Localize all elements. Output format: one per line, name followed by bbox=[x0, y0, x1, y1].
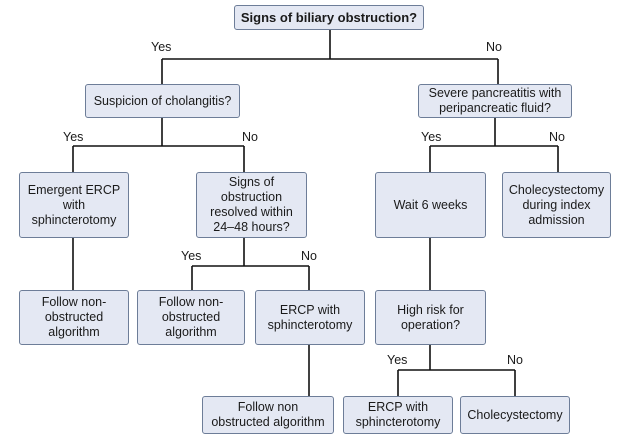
node-follow-non-obstructed-2: Follow non-obstructed algorithm bbox=[137, 290, 245, 345]
node-high-risk-operation: High risk for operation? bbox=[375, 290, 486, 345]
label-risk-yes: Yes bbox=[387, 353, 408, 367]
node-follow-non-obstructed-1: Follow non-obstructed algorithm bbox=[19, 290, 129, 345]
node-cholecystectomy: Cholecystectomy bbox=[460, 396, 570, 434]
node-cholecystectomy-index: Cholecystectomy during index admission bbox=[502, 172, 611, 238]
label-resolved-no: No bbox=[301, 249, 317, 263]
connector-risk bbox=[397, 345, 516, 396]
label-cholangitis-no: No bbox=[242, 130, 258, 144]
label-risk-no: No bbox=[507, 353, 523, 367]
node-signs-resolved: Signs of obstruction resolved within 24–… bbox=[196, 172, 307, 238]
node-follow-non-obstructed-3: Follow non obstructed algorithm bbox=[202, 396, 334, 434]
node-suspicion-cholangitis: Suspicion of cholangitis? bbox=[85, 84, 240, 118]
label-pancreatitis-yes: Yes bbox=[421, 130, 442, 144]
connector-cholangitis bbox=[72, 118, 245, 172]
node-wait-6-weeks: Wait 6 weeks bbox=[375, 172, 486, 238]
label-root-no: No bbox=[486, 40, 502, 54]
label-cholangitis-yes: Yes bbox=[63, 130, 84, 144]
label-resolved-yes: Yes bbox=[181, 249, 202, 263]
connector-resolved bbox=[191, 238, 310, 290]
node-ercp-sphincterotomy-1: ERCP with sphincterotomy bbox=[255, 290, 365, 345]
connector-root bbox=[161, 29, 499, 84]
node-ercp-sphincterotomy-2: ERCP with sphincterotomy bbox=[343, 396, 453, 434]
label-pancreatitis-no: No bbox=[549, 130, 565, 144]
connector-pancreatitis bbox=[429, 118, 559, 172]
node-severe-pancreatitis: Severe pancreatitis with peripancreatic … bbox=[418, 84, 572, 118]
label-root-yes: Yes bbox=[151, 40, 172, 54]
node-biliary-obstruction: Signs of biliary obstruction? bbox=[234, 5, 424, 30]
node-emergent-ercp: Emergent ERCP with sphincterotomy bbox=[19, 172, 129, 238]
